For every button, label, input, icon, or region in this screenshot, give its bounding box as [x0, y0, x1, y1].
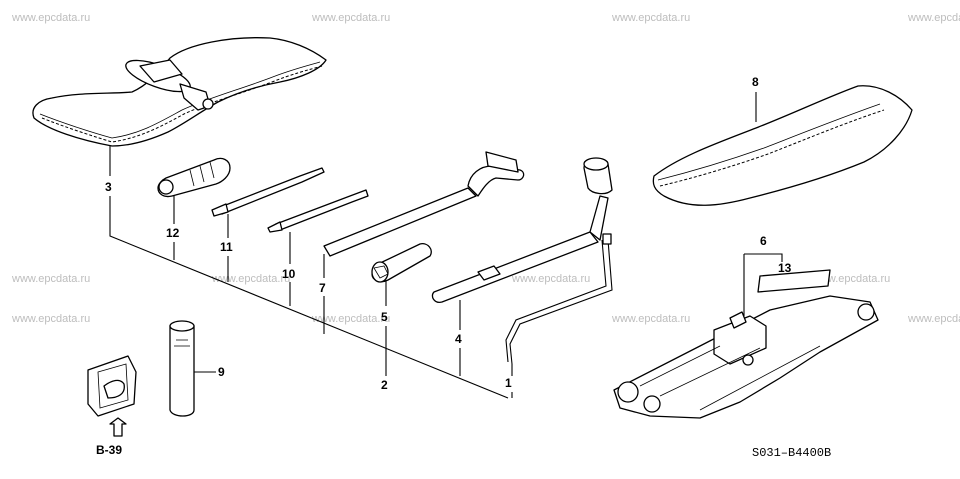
callout-11: 11 — [220, 240, 233, 254]
callout-13: 13 — [778, 261, 792, 275]
watermark-text: www.epcdata.ru — [11, 273, 90, 285]
callout-3: 3 — [105, 180, 112, 194]
watermark-text: www.epcdata.ru — [611, 12, 690, 24]
jack-bag-part[interactable] — [652, 85, 913, 206]
callout-1: 1 — [505, 376, 512, 390]
watermark-text: www.epcdata.ru — [511, 273, 590, 285]
callout-8: 8 — [752, 75, 759, 89]
watermark-text: www.epcdata.ru — [311, 12, 390, 24]
callout-7: 7 — [319, 281, 326, 295]
tool-bag-part[interactable] — [32, 37, 327, 147]
watermark-text: www.epcdata.ru — [611, 313, 690, 325]
watermark-text: www.epcdata.ru — [11, 12, 90, 24]
jack-handle-part[interactable] — [505, 233, 613, 365]
screwdriver-phillips-part[interactable] — [267, 189, 369, 233]
watermark-text: www.epcdata.ru — [811, 273, 890, 285]
callout-2: 2 — [381, 378, 388, 392]
diagram-code: S031–B4400B — [752, 446, 831, 460]
watermark-text: www.epcdata.ru — [907, 12, 960, 24]
watermark-text: www.epcdata.ru — [211, 273, 290, 285]
jack-part[interactable] — [613, 269, 879, 419]
callout-5: 5 — [381, 310, 388, 324]
watermark-text: www.epcdata.ru — [11, 313, 90, 325]
watermarks: www.epcdata.ru www.epcdata.ru www.epcdat… — [11, 12, 960, 325]
wrench-bar-part[interactable] — [323, 151, 525, 257]
leader-lines — [109, 92, 783, 399]
screwdriver-flat-part[interactable] — [211, 167, 325, 217]
callout-12: 12 — [166, 226, 180, 240]
callouts: 1 2 3 4 5 6 7 8 9 10 11 12 13 — [105, 75, 792, 392]
socket-wrench-part[interactable] — [371, 243, 432, 283]
reference-label: B-39 — [96, 443, 122, 457]
reference-arrow — [109, 417, 127, 437]
callout-10: 10 — [282, 267, 296, 281]
clip-part[interactable] — [87, 355, 137, 417]
socket-extension-part[interactable] — [169, 320, 195, 417]
watermark-text: www.epcdata.ru — [311, 313, 390, 325]
screwdriver-handle-part[interactable] — [157, 157, 231, 198]
callout-6: 6 — [760, 234, 767, 248]
lug-wrench-part[interactable] — [431, 157, 613, 303]
callout-4: 4 — [455, 332, 462, 346]
watermark-text: www.epcdata.ru — [907, 313, 960, 325]
callout-9: 9 — [218, 365, 225, 379]
